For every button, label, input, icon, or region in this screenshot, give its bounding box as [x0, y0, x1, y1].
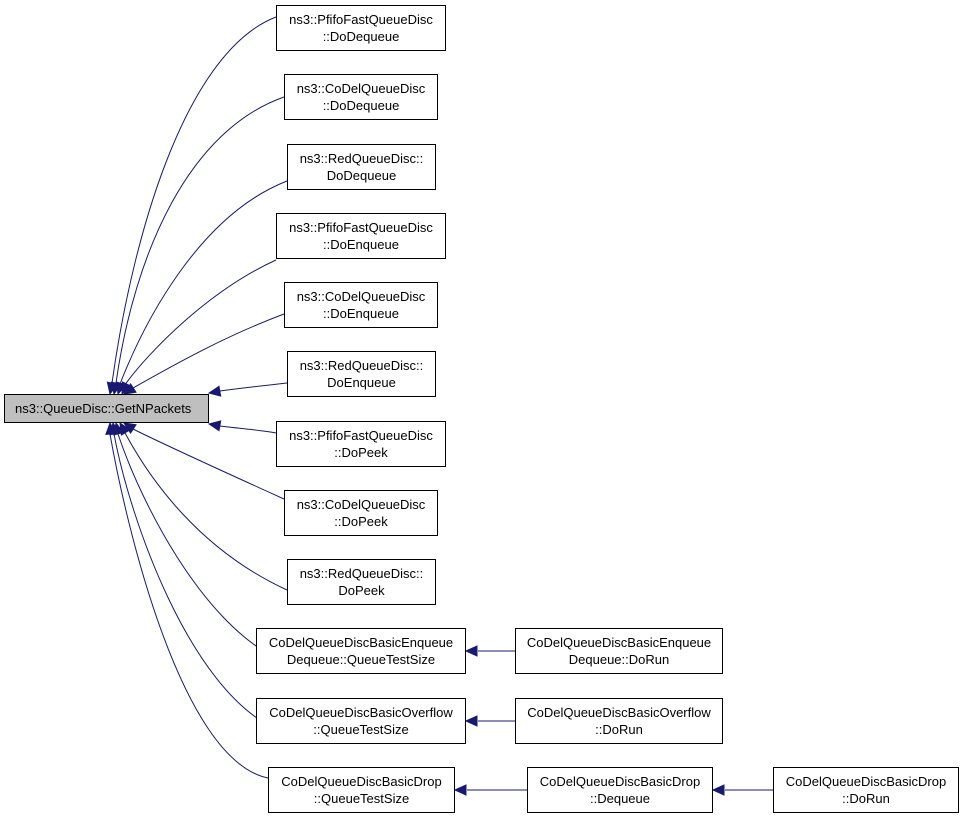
node-label: ns3::RedQueueDisc:: [299, 151, 424, 166]
node-label: DoEnqueue [327, 375, 396, 390]
edge-overflow-testsize-line [113, 433, 277, 730]
node-label: CoDelQueueDiscBasicDrop [539, 774, 701, 789]
node-label: Dequeue::DoRun [568, 652, 670, 667]
node-label: ::QueueTestSize [313, 722, 409, 737]
edge-codel-dequeue-line [115, 96, 285, 384]
node-label: ns3::QueueDisc::GetNPackets [15, 401, 192, 416]
edge-red-enqueue-line [219, 382, 288, 392]
node-label: ns3::CoDelQueueDisc [296, 289, 426, 304]
edge-pfifo-dequeue-line [111, 16, 277, 384]
edge-codel-peek-line [132, 428, 285, 500]
node-basic-enqueue-dequeue-do-run[interactable]: CoDelQueueDiscBasicEnqueue Dequeue::DoRu… [515, 628, 723, 674]
node-label: CoDelQueueDiscBasicOverflow [527, 705, 711, 720]
node-pfifo-do-peek[interactable]: ns3::PfifoFastQueueDisc ::DoPeek [276, 421, 446, 467]
node-label: ::DoPeek [334, 445, 388, 460]
node-basic-enqueue-dequeue-queue-test-size[interactable]: CoDelQueueDiscBasicEnqueue Dequeue::Queu… [256, 628, 466, 674]
node-label: ::DoEnqueue [323, 306, 399, 321]
node-basic-drop-queue-test-size[interactable]: CoDelQueueDiscBasicDrop ::QueueTestSize [268, 767, 455, 813]
node-label: ns3::CoDelQueueDisc [296, 81, 426, 96]
edge-drop-dorun-arrowhead [711, 784, 725, 796]
edge-enqdeq-dorun-arrowhead [464, 645, 478, 657]
edge-codel-enqueue-line [132, 313, 285, 389]
node-label: CoDelQueueDiscBasicEnqueue [268, 635, 454, 650]
node-label: CoDelQueueDiscBasicDrop [281, 774, 442, 789]
node-red-do-peek[interactable]: ns3::RedQueueDisc:: DoPeek [287, 559, 436, 605]
node-label: ::DoDequeue [322, 98, 400, 113]
node-label: ::Dequeue [590, 791, 650, 806]
node-label: CoDelQueueDiscBasicOverflow [269, 705, 453, 720]
node-codel-do-enqueue[interactable]: ns3::CoDelQueueDisc ::DoEnqueue [284, 282, 438, 328]
node-label: ns3::CoDelQueueDisc [296, 497, 426, 512]
node-red-do-enqueue[interactable]: ns3::RedQueueDisc:: DoEnqueue [287, 351, 436, 397]
edge-codel-enqueue-arrowhead [122, 382, 137, 395]
node-basic-drop-do-run[interactable]: CoDelQueueDiscBasicDrop ::DoRun [773, 767, 959, 813]
node-label: ::DoDequeue [322, 29, 400, 44]
edge-drop-testsize-arrowhead [105, 421, 117, 435]
node-basic-overflow-queue-test-size[interactable]: CoDelQueueDiscBasicOverflow ::QueueTestS… [256, 698, 466, 744]
node-label: ns3::PfifoFastQueueDisc [289, 428, 433, 443]
node-codel-do-dequeue[interactable]: ns3::CoDelQueueDisc ::DoDequeue [284, 74, 438, 120]
node-pfifo-do-dequeue[interactable]: ns3::PfifoFastQueueDisc ::DoDequeue [276, 5, 446, 51]
node-get-npackets: ns3::QueueDisc::GetNPackets [4, 394, 209, 423]
edge-enqdeq-testsize-line [117, 433, 277, 659]
edge-drop-testsize-line [109, 433, 269, 779]
node-label: ns3::PfifoFastQueueDisc [289, 12, 433, 27]
node-basic-drop-dequeue[interactable]: CoDelQueueDiscBasicDrop ::Dequeue [527, 767, 713, 813]
node-codel-do-peek[interactable]: ns3::CoDelQueueDisc ::DoPeek [284, 490, 438, 536]
edge-drop-dequeue-arrowhead [453, 784, 467, 796]
edge-overflow-dorun-arrowhead [464, 715, 478, 727]
edge-pfifo-enqueue-line [123, 259, 277, 387]
node-label: CoDelQueueDiscBasicEnqueue [526, 635, 712, 650]
node-label: ::DoPeek [334, 514, 388, 529]
node-label: CoDelQueueDiscBasicDrop [785, 774, 947, 789]
node-label: ::DoRun [595, 722, 643, 737]
node-label: DoDequeue [326, 168, 397, 183]
edge-red-peek-line [123, 430, 288, 591]
node-basic-overflow-do-run[interactable]: CoDelQueueDiscBasicOverflow ::DoRun [515, 698, 723, 744]
node-pfifo-do-enqueue[interactable]: ns3::PfifoFastQueueDisc ::DoEnqueue [276, 213, 446, 259]
node-label: ::DoRun [842, 791, 890, 806]
node-label: ns3::PfifoFastQueueDisc [289, 220, 433, 235]
node-label: ::DoEnqueue [323, 237, 399, 252]
node-label: Dequeue::QueueTestSize [286, 652, 436, 667]
edge-red-enqueue-arrowhead [207, 385, 222, 397]
node-label: ns3::RedQueueDisc:: [299, 566, 424, 581]
node-label: ns3::RedQueueDisc:: [299, 358, 424, 373]
node-label: DoPeek [338, 583, 385, 598]
node-red-do-dequeue[interactable]: ns3::RedQueueDisc:: DoDequeue [287, 144, 436, 190]
edge-pfifo-peek-line [219, 425, 277, 434]
edge-red-dequeue-line [119, 180, 288, 385]
node-label: ::QueueTestSize [313, 791, 410, 806]
edge-pfifo-peek-arrowhead [207, 420, 222, 432]
